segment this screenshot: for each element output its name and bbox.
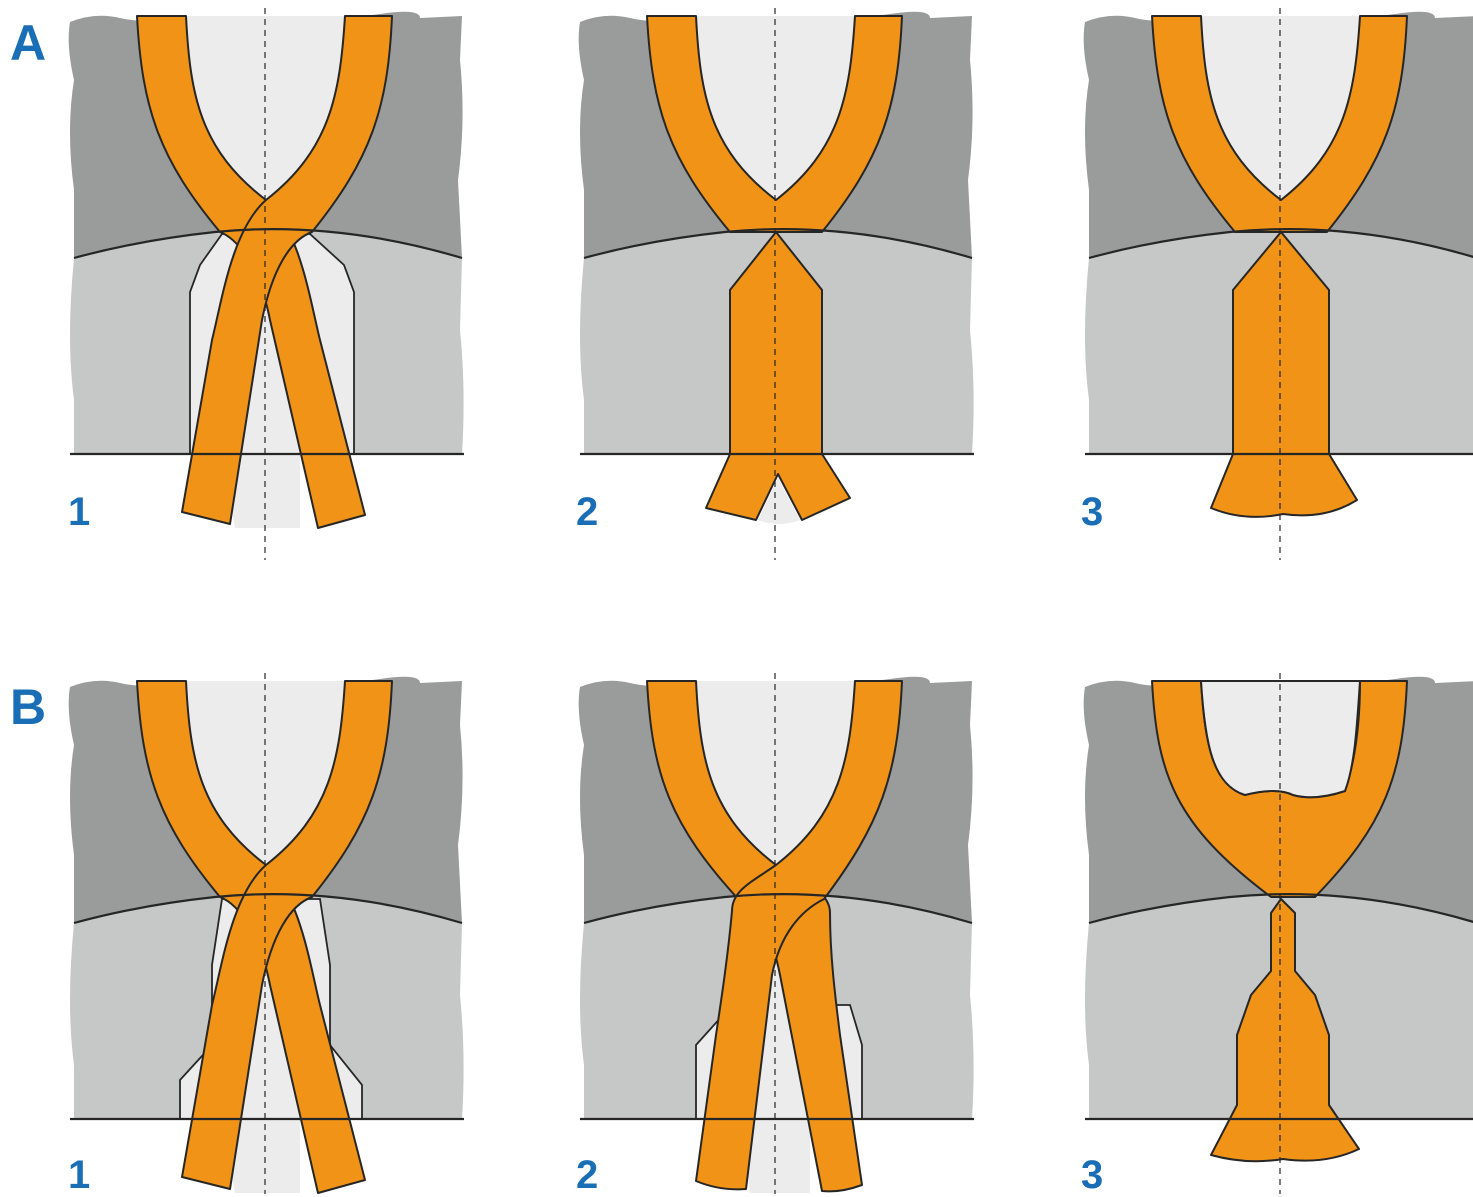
- panel-a2-fork-gap: [758, 478, 800, 524]
- panel-label-a1: 1: [68, 490, 91, 534]
- panel-a2-interface-line: [583, 228, 973, 260]
- panel-a1-interface-line: [73, 228, 463, 260]
- panel-b1: [68, 673, 464, 1194]
- panel-a2-stem: [705, 231, 851, 521]
- panel-a1: [68, 8, 464, 560]
- panel-b1-strand-right: [136, 680, 366, 1194]
- panel-a3: [1083, 8, 1473, 560]
- panel-a3-upper-material: [1151, 15, 1408, 233]
- panel-b1-strand-left: [181, 680, 393, 1190]
- panel-a2-upper-material: [646, 15, 903, 233]
- panel-label-a2: 2: [576, 490, 599, 534]
- panel-b2: [578, 673, 974, 1194]
- panel-b2-strand-left: [695, 680, 903, 1191]
- panel-label-b1: 1: [68, 1153, 91, 1197]
- panel-b2-strand-right: [646, 680, 863, 1193]
- panel-label-b3: 3: [1081, 1153, 1104, 1197]
- panel-a3-stem: [1210, 231, 1358, 518]
- panel-label-a3: 3: [1081, 490, 1104, 534]
- panel-b3-stem: [1210, 898, 1360, 1163]
- panel-a1-strand-left: [181, 15, 393, 525]
- panel-b3: [1083, 673, 1473, 1194]
- panel-a2: [578, 8, 974, 560]
- panel-label-b2: 2: [576, 1153, 599, 1197]
- panel-a3-interface-line: [1088, 228, 1473, 260]
- panel-b2-gap: [742, 865, 810, 1193]
- row-label-a: A: [10, 15, 47, 71]
- panel-a1-strand-right: [136, 15, 366, 529]
- row-label-b: B: [10, 679, 47, 735]
- panel-b2-interface-line: [583, 893, 973, 925]
- panel-b1-interface-line: [73, 893, 463, 925]
- panel-b3-interface-line: [1088, 893, 1473, 925]
